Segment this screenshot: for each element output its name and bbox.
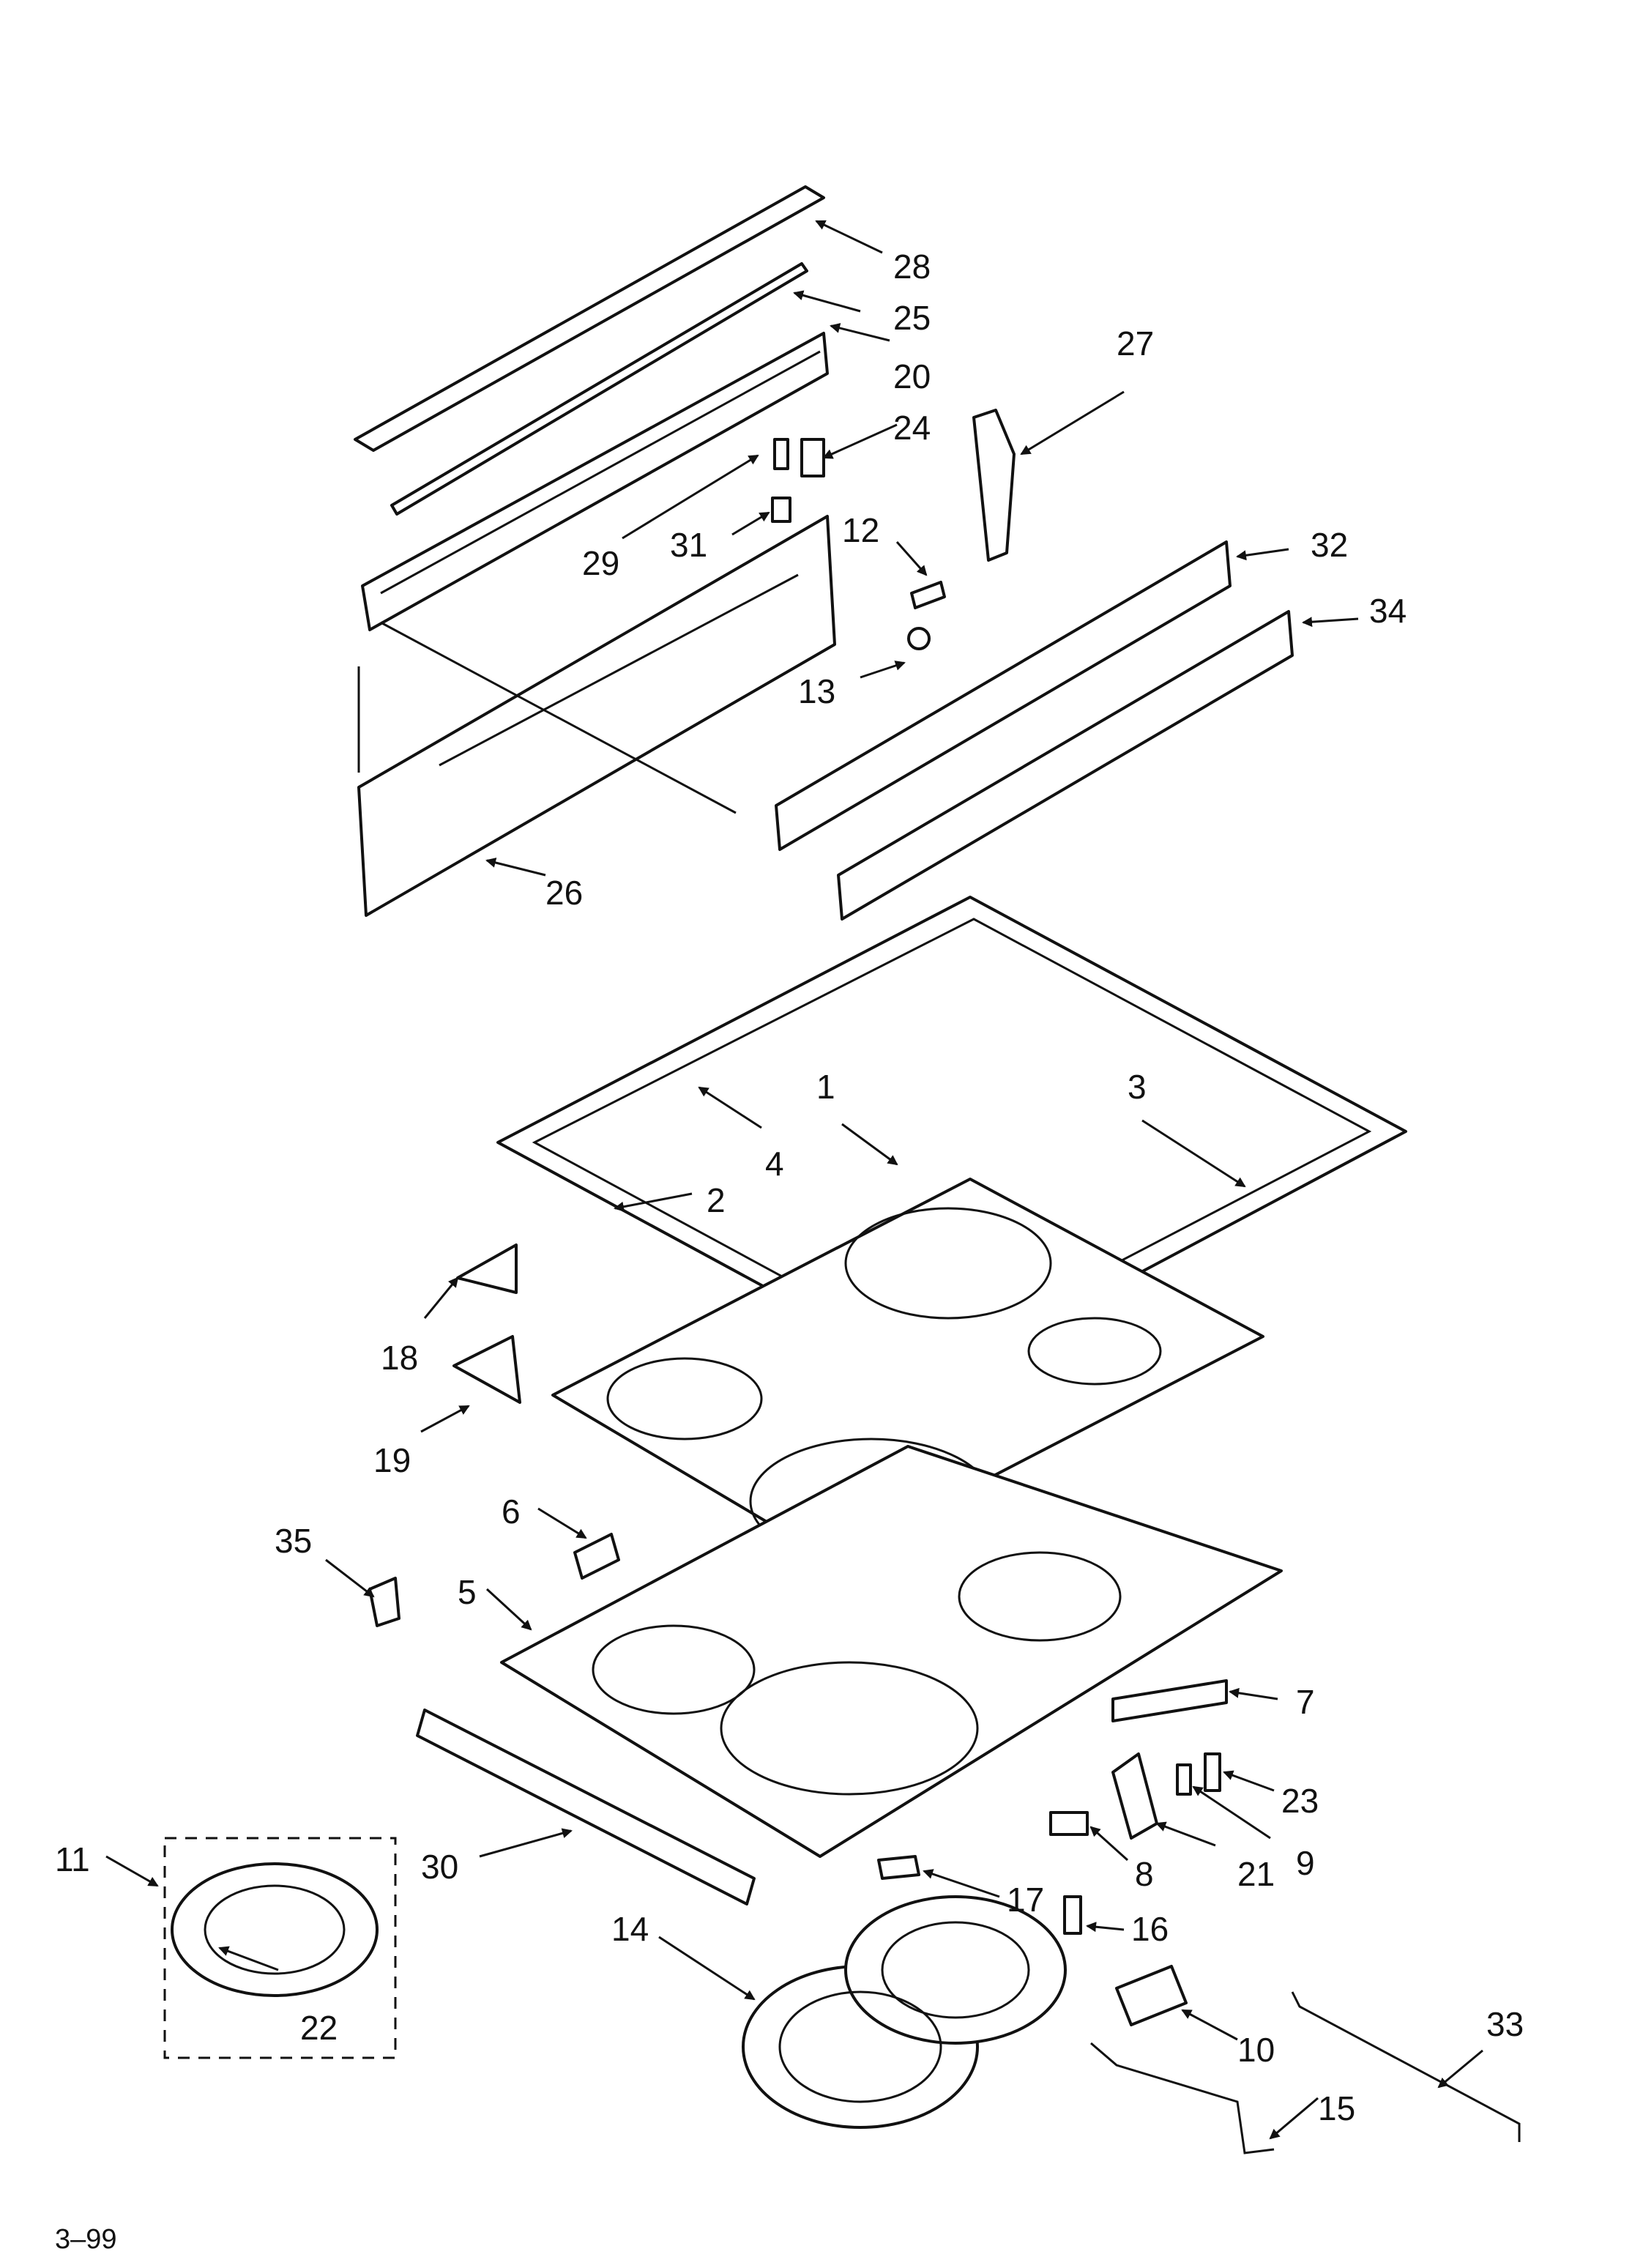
part-5-burner-box — [500, 1445, 1283, 1858]
part-12-screw — [910, 581, 946, 609]
callout-24: 24 — [893, 409, 931, 447]
callout-29: 29 — [582, 544, 619, 582]
callout-17: 17 — [1007, 1881, 1044, 1919]
part-28-trim — [354, 185, 825, 452]
part-34-strip — [837, 610, 1294, 921]
callout-6: 6 — [502, 1492, 521, 1531]
part-27-bracket — [972, 409, 1016, 562]
callout-26: 26 — [545, 874, 583, 912]
part-10-block — [1115, 1965, 1188, 2026]
callout-34: 34 — [1369, 592, 1407, 630]
part-7-bracket — [1111, 1679, 1228, 1722]
callout-27: 27 — [1117, 324, 1154, 362]
callout-22: 22 — [300, 2009, 338, 2047]
part-24-clip — [800, 438, 825, 477]
part-30-trim — [416, 1709, 756, 1906]
part-23-screw — [1204, 1752, 1221, 1792]
callout-16: 16 — [1131, 1910, 1169, 1948]
callout-8: 8 — [1135, 1855, 1154, 1893]
callout-11: 11 — [55, 1840, 90, 1878]
part-29-sensor — [773, 438, 789, 470]
part-1-glass — [551, 1178, 1264, 1565]
part-14-element — [742, 1895, 1067, 2129]
part-19-gasket — [452, 1335, 521, 1404]
callout-7: 7 — [1296, 1683, 1315, 1721]
part-11-element-kit — [163, 1837, 397, 2059]
part-35-clip — [368, 1577, 400, 1627]
part-9-screw — [1176, 1763, 1192, 1796]
callout-30: 30 — [421, 1848, 458, 1886]
callout-25: 25 — [893, 299, 931, 337]
part-31-plug — [771, 497, 791, 523]
callout-35: 35 — [275, 1522, 312, 1560]
part-8-bracket — [1049, 1811, 1089, 1836]
callout-3: 3 — [1128, 1068, 1147, 1106]
callout-32: 32 — [1311, 526, 1348, 564]
callout-13: 13 — [798, 672, 835, 710]
callout-20: 20 — [893, 357, 931, 395]
part-32-strip — [775, 540, 1232, 851]
part-18-cap — [456, 1243, 518, 1294]
callout-12: 12 — [842, 511, 879, 549]
footer-code: 3–99 — [55, 2224, 117, 2255]
callout-18: 18 — [381, 1339, 418, 1377]
callouts: 28 25 20 27 24 12 32 29 31 34 13 26 3 1 … — [55, 248, 1524, 2127]
callout-23: 23 — [1281, 1782, 1319, 1820]
part-6-clip — [573, 1533, 620, 1580]
callout-4: 4 — [765, 1145, 784, 1183]
callout-33: 33 — [1486, 2005, 1524, 2043]
callout-1: 1 — [816, 1068, 835, 1106]
callout-2: 2 — [707, 1181, 726, 1219]
part-17-connector — [877, 1855, 920, 1880]
part-25-rod — [390, 262, 808, 516]
part-21-switch — [1111, 1752, 1158, 1840]
part-20-bracket — [361, 332, 829, 631]
part-15-wire — [1090, 2042, 1275, 2154]
callout-9: 9 — [1296, 1844, 1315, 1882]
part-16-screw — [1063, 1895, 1082, 1935]
part-13-screw — [907, 627, 931, 650]
callout-31: 31 — [670, 526, 707, 564]
callout-15: 15 — [1318, 2089, 1355, 2127]
leader-lines — [105, 220, 1483, 2140]
part-33-wire — [1291, 1991, 1521, 2142]
callout-5: 5 — [458, 1573, 477, 1611]
callout-19: 19 — [373, 1441, 411, 1479]
callout-21: 21 — [1237, 1855, 1275, 1893]
callout-14: 14 — [611, 1910, 649, 1948]
part-26-panel — [357, 515, 836, 917]
callout-28: 28 — [893, 248, 931, 286]
callout-10: 10 — [1237, 2031, 1275, 2069]
